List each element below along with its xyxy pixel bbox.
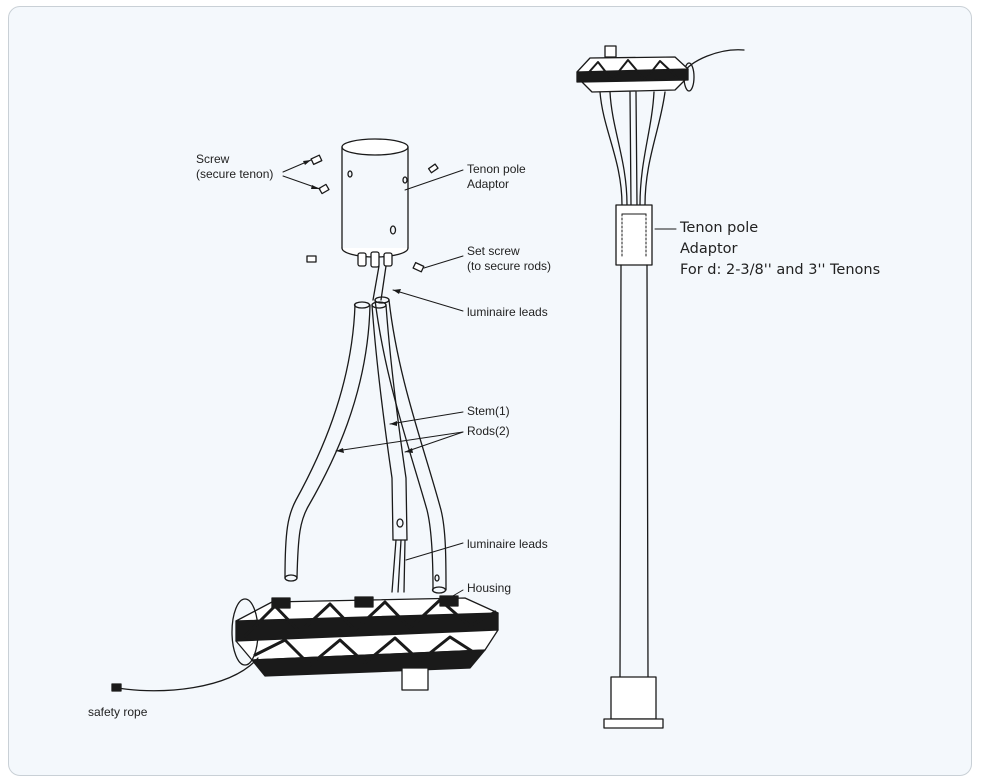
rod-right: [374, 296, 447, 594]
adaptor-label-line2: Adaptor: [467, 177, 510, 191]
safety-rope: [117, 657, 259, 692]
luminaire-leads-top: [372, 265, 387, 301]
screw-parts: [306, 154, 439, 273]
screw-label-line1: Screw: [196, 152, 230, 166]
leader-lines: [282, 159, 464, 601]
arrow-heads: [303, 160, 413, 453]
housing-label: Housing: [467, 581, 512, 595]
luminaire-leads-bottom-label: luminaire leads: [467, 537, 548, 551]
luminaire-leads-bottom: [391, 539, 406, 593]
right-adaptor-label-line3: For d: 2-3/8'' and 3'' Tenons: [680, 262, 881, 278]
right-adaptor-label: Tenon pole Adaptor For d: 2-3/8'' and 3'…: [680, 218, 880, 281]
adaptor-label: Tenon pole Adaptor: [467, 162, 526, 192]
right-adaptor-label-line1: Tenon pole: [680, 220, 759, 236]
rod-left: [284, 301, 371, 582]
stem: [371, 301, 408, 541]
screw-label-line2: (secure tenon): [196, 167, 274, 181]
safety-rope-label: safety rope: [88, 705, 148, 719]
screw-label: Screw (secure tenon): [196, 152, 273, 182]
diagram-card: [8, 6, 972, 776]
rods-label: Rods(2): [467, 424, 510, 438]
adaptor-label-line1: Tenon pole: [467, 162, 526, 176]
set-screw-label-line1: Set screw: [467, 244, 520, 258]
tenon-adaptor-cylinder: [341, 138, 409, 268]
assembled-luminaire: [576, 45, 745, 729]
rope-clip: [111, 683, 122, 692]
luminaire-leads-top-label: luminaire leads: [467, 305, 548, 319]
housing: [231, 595, 499, 691]
right-adaptor-label-line2: Adaptor: [680, 241, 738, 257]
set-screw-label-line2: (to secure rods): [467, 259, 552, 273]
stem-label: Stem(1): [467, 404, 510, 418]
set-screw-label: Set screw (to secure rods): [467, 244, 551, 274]
